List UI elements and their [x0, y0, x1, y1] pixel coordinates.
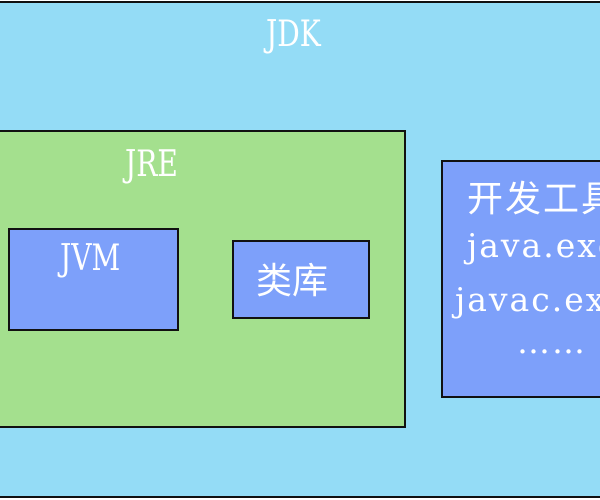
jvm-label: JVM — [60, 238, 121, 279]
dev-tool-item-ellipsis: …… — [517, 322, 587, 361]
dev-tools-label: 开发工具 — [467, 179, 600, 220]
dev-tool-item: java.exe — [467, 226, 600, 265]
class-library-label: 类库 — [256, 261, 329, 302]
jdk-label: JDK — [266, 14, 321, 55]
dev-tools-box: 开发工具 java.exe javac.exe …… — [441, 160, 600, 398]
class-library-box: 类库 — [232, 240, 370, 319]
dev-tool-item: javac.exe — [455, 280, 600, 319]
jvm-box: JVM — [8, 228, 179, 331]
jre-label: JRE — [125, 144, 178, 185]
